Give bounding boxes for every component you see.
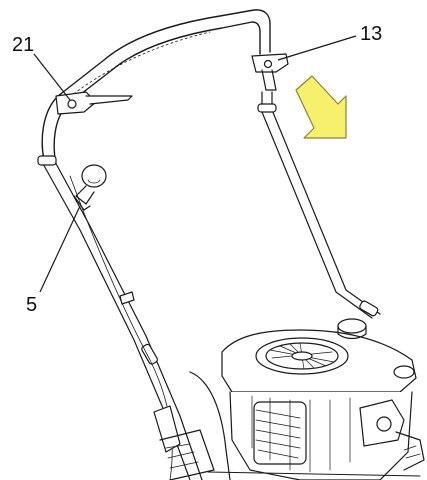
callout-label-21: 21 <box>12 34 35 56</box>
callout-label-13: 13 <box>360 23 383 45</box>
engine <box>207 318 425 480</box>
handle-knob-5 <box>73 164 107 211</box>
leader-line-13 <box>277 35 357 61</box>
left-lower-tube <box>37 155 203 480</box>
leader-line-5 <box>39 205 81 293</box>
callout-label-5: 5 <box>26 294 38 316</box>
upper-handle-bar <box>41 9 271 165</box>
left-clamp-21 <box>55 91 133 115</box>
right-lower-tube <box>257 91 381 319</box>
leader-lines <box>33 35 357 293</box>
yellow-arrow-down-right-icon <box>295 75 347 139</box>
right-clamp-13 <box>251 53 289 91</box>
lower-chute <box>153 371 231 480</box>
leader-line-21 <box>33 53 71 101</box>
